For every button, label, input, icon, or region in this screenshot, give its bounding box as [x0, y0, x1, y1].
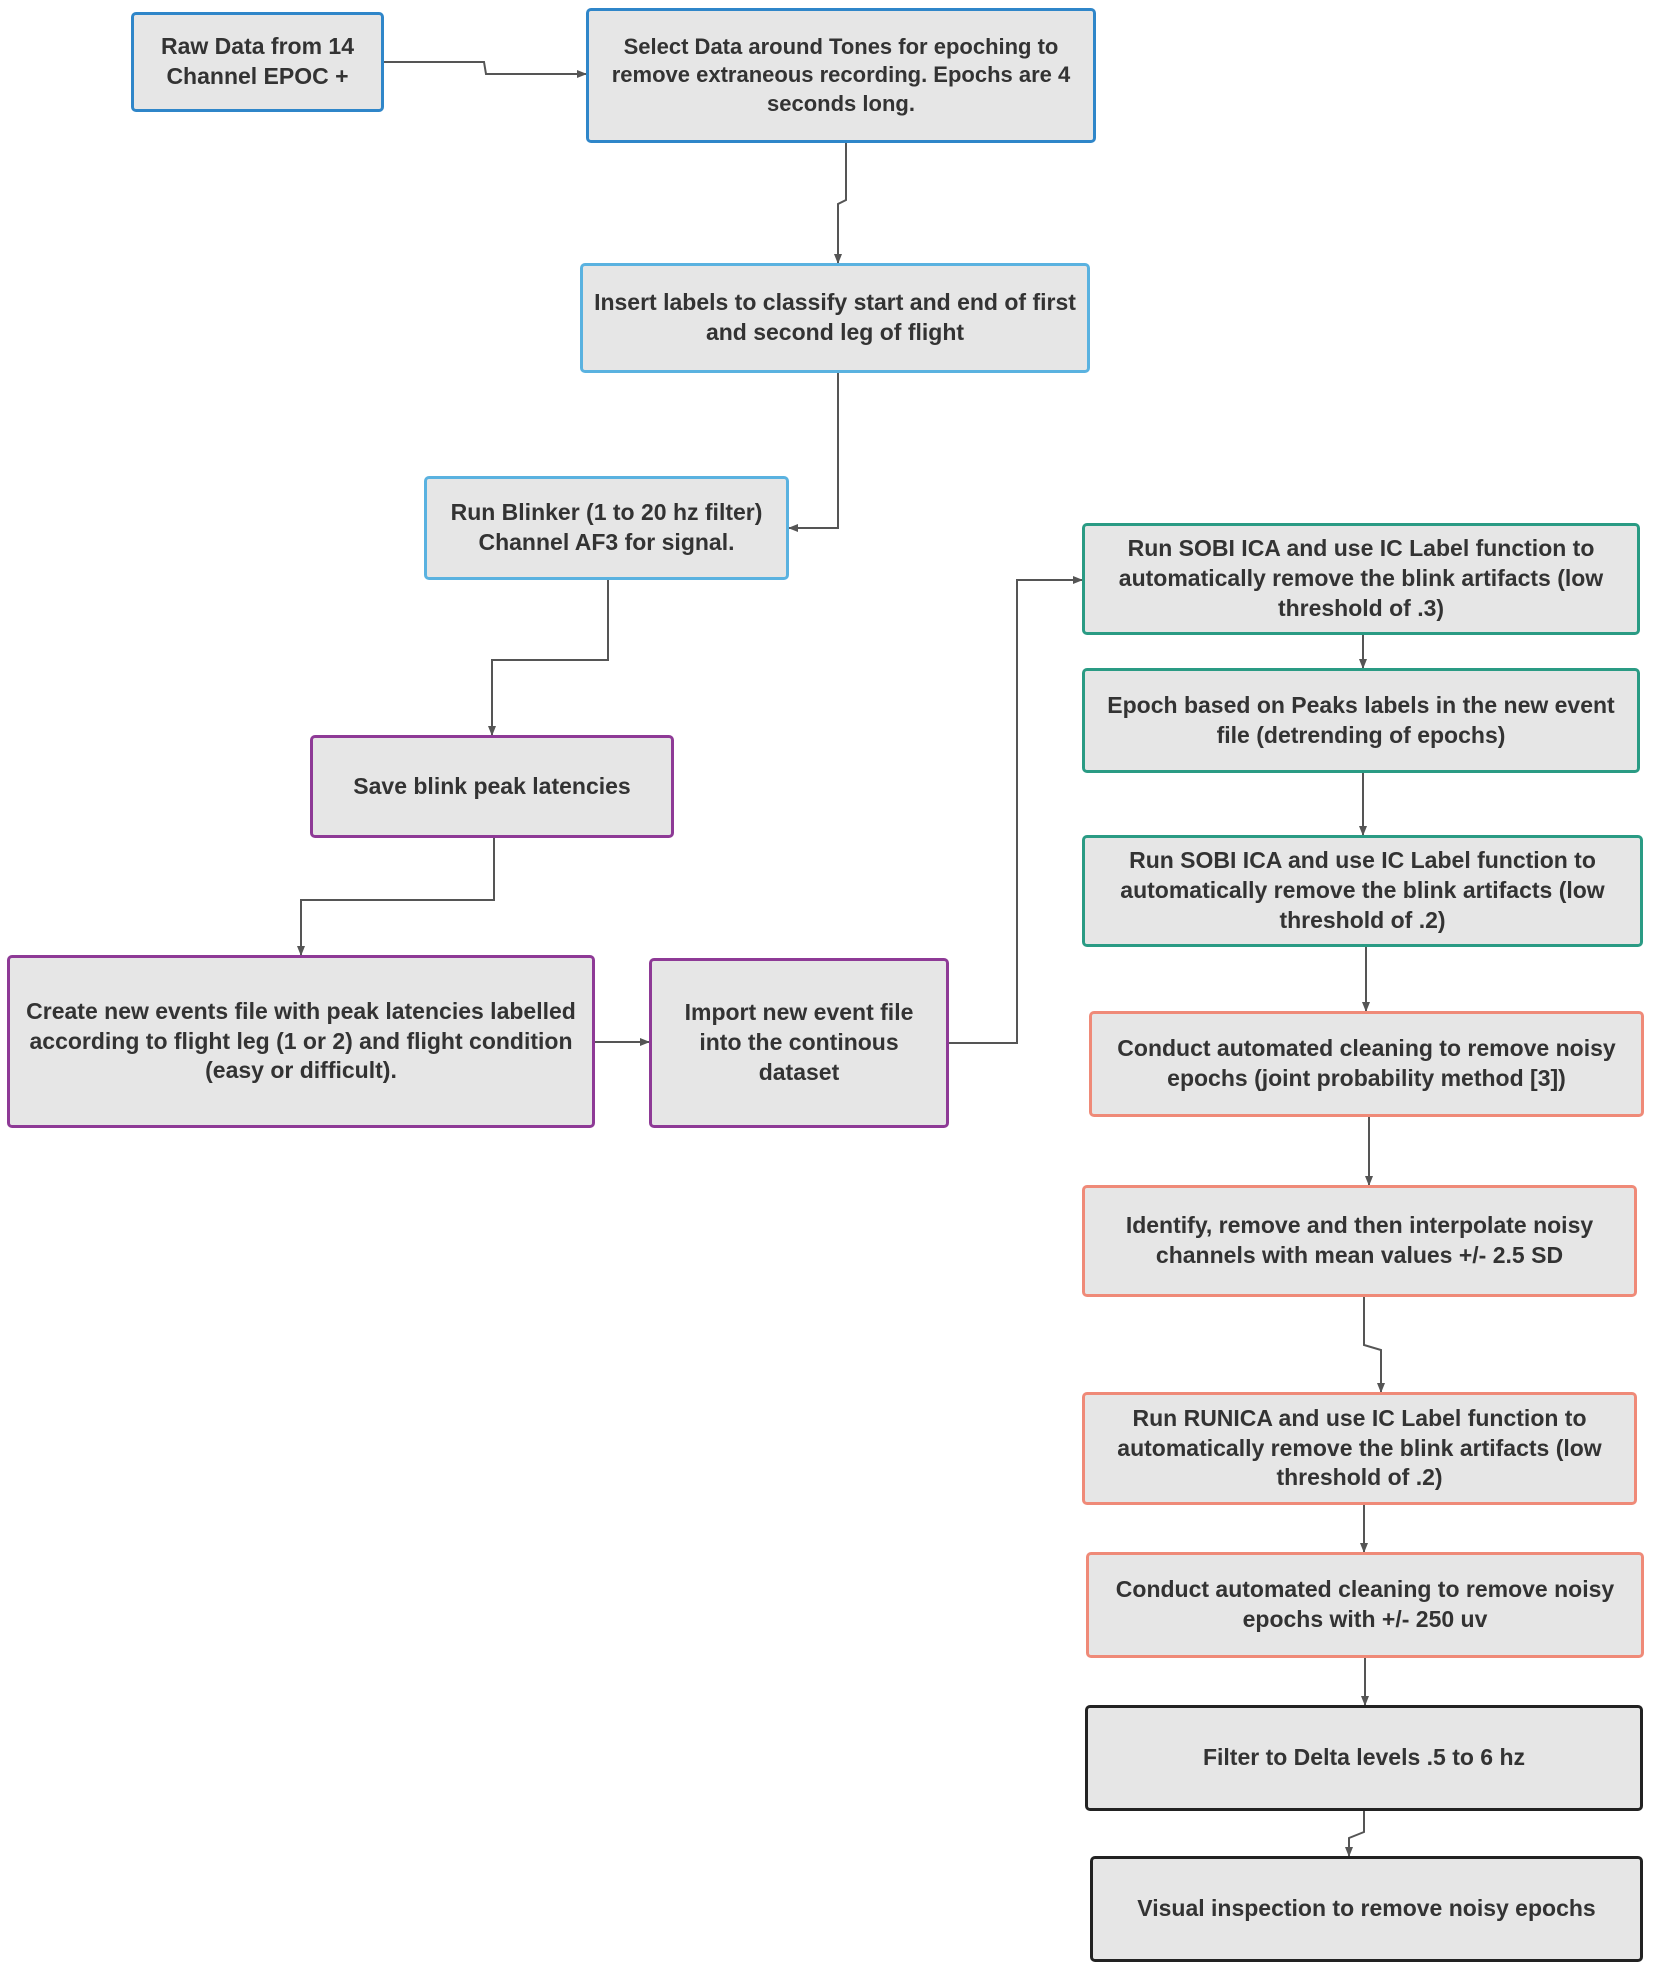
node-sobi-ica-1: Run SOBI ICA and use IC Label function t… — [1082, 523, 1640, 635]
arrow-raw-data-to-select-data — [384, 61, 587, 78]
node-visual-inspection-label: Visual inspection to remove noisy epochs — [1137, 1895, 1596, 1922]
node-interpolate: Identify, remove and then interpolate no… — [1082, 1185, 1637, 1297]
arrow-filter-delta-to-visual-inspection — [1345, 1811, 1365, 1857]
node-sobi-ica-2: Run SOBI ICA and use IC Label function t… — [1082, 835, 1643, 947]
node-select-data-label: Select Data around Tones for epoching to… — [611, 33, 1071, 116]
node-raw-data: Raw Data from 14 Channel EPOC + — [131, 12, 384, 112]
node-raw-data-label: Raw Data from 14 Channel EPOC + — [160, 33, 354, 89]
node-epoch-peaks-label: Epoch based on Peaks labels in the new e… — [1107, 691, 1615, 748]
arrow-import-events-to-sobi-ica-1 — [949, 576, 1083, 1044]
arrow-run-blinker-to-save-latencies — [488, 580, 609, 736]
node-runica-label: Run RUNICA and use IC Label function to … — [1117, 1404, 1602, 1491]
node-run-blinker: Run Blinker (1 to 20 hz filter) Channel … — [424, 476, 789, 580]
node-import-events: Import new event file into the continous… — [649, 958, 949, 1128]
node-select-data: Select Data around Tones for epoching to… — [586, 8, 1096, 143]
node-create-events: Create new events file with peak latenci… — [7, 955, 595, 1128]
arrow-select-data-to-insert-labels — [834, 143, 847, 264]
node-clean-250: Conduct automated cleaning to remove noi… — [1086, 1552, 1644, 1658]
node-create-events-label: Create new events file with peak latenci… — [26, 997, 576, 1084]
arrow-save-latencies-to-create-events — [297, 838, 495, 956]
node-epoch-peaks: Epoch based on Peaks labels in the new e… — [1082, 668, 1640, 773]
node-filter-delta-label: Filter to Delta levels .5 to 6 hz — [1202, 1744, 1526, 1771]
node-clean-250-label: Conduct automated cleaning to remove noi… — [1115, 1576, 1615, 1632]
node-sobi-ica-2-label: Run SOBI ICA and use IC Label function t… — [1120, 847, 1605, 933]
node-interpolate-label: Identify, remove and then interpolate no… — [1125, 1212, 1594, 1268]
node-clean-joint-label: Conduct automated cleaning to remove noi… — [1117, 1035, 1616, 1091]
node-insert-labels: Insert labels to classify start and end … — [580, 263, 1090, 373]
arrow-interpolate-to-runica — [1363, 1297, 1385, 1393]
node-save-latencies-label: Save blink peak latencies — [353, 772, 631, 799]
node-insert-labels-label: Insert labels to classify start and end … — [594, 289, 1076, 345]
node-visual-inspection: Visual inspection to remove noisy epochs — [1090, 1856, 1643, 1962]
node-runica: Run RUNICA and use IC Label function to … — [1082, 1392, 1637, 1505]
node-sobi-ica-1-label: Run SOBI ICA and use IC Label function t… — [1118, 535, 1604, 621]
node-clean-joint: Conduct automated cleaning to remove noi… — [1089, 1011, 1644, 1117]
node-run-blinker-label: Run Blinker (1 to 20 hz filter) Channel … — [450, 499, 763, 555]
arrow-insert-labels-to-run-blinker — [788, 373, 839, 532]
node-save-latencies: Save blink peak latencies — [310, 735, 674, 838]
node-filter-delta: Filter to Delta levels .5 to 6 hz — [1085, 1705, 1643, 1811]
node-import-events-label: Import new event file into the continous… — [684, 999, 914, 1085]
